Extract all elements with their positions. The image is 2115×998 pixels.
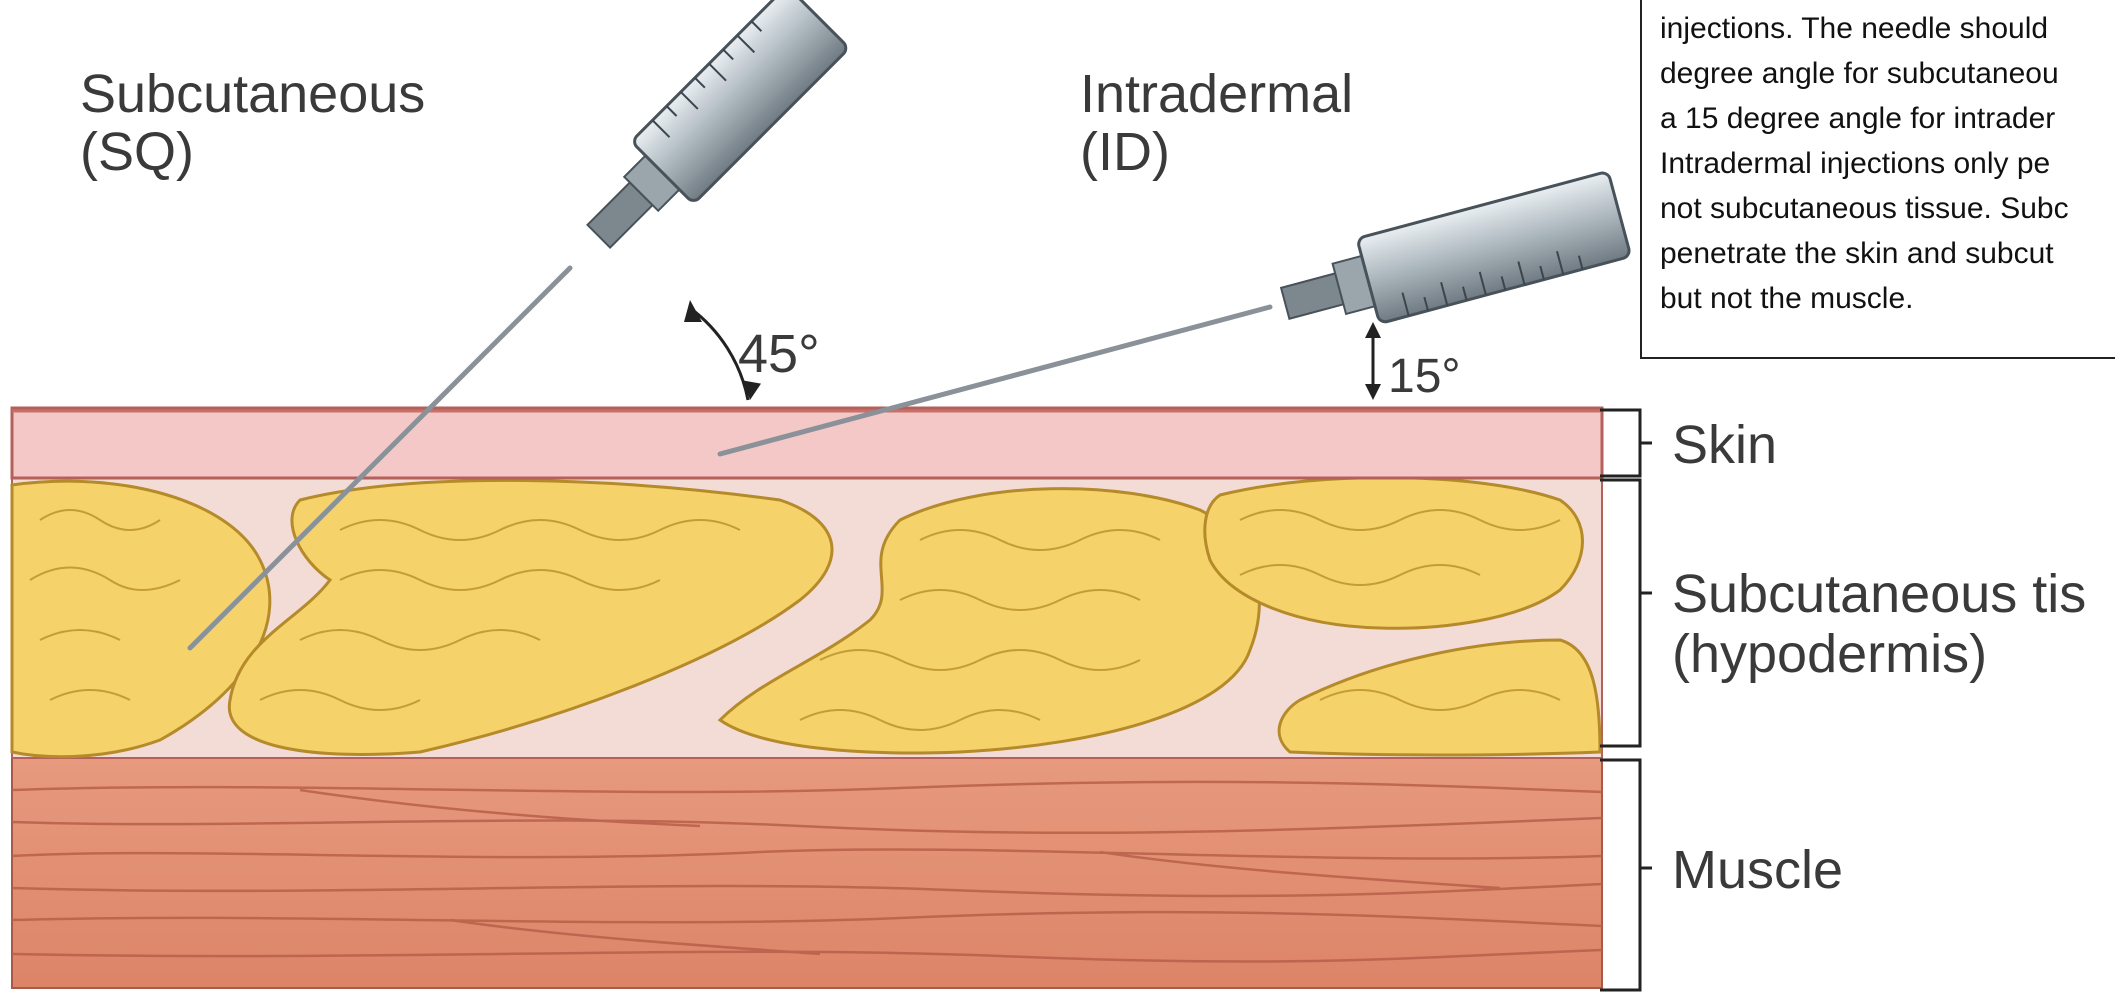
skin-layer	[12, 408, 1602, 478]
double-arrow-icon	[1365, 322, 1381, 400]
caption-box: injections. The needle should degree ang…	[1640, 0, 2115, 359]
caption-line: not subcutaneous tissue. Subc	[1660, 186, 2115, 231]
angle-15-label: 15°	[1388, 350, 1461, 403]
id-title: Intradermal	[1080, 64, 1353, 124]
angle-45-label: 45°	[738, 324, 820, 384]
caption-line: Intradermal injections only pe	[1660, 141, 2115, 186]
subq-label-line1: Subcutaneous tis	[1672, 564, 2086, 624]
sq-abbr: (SQ)	[80, 122, 194, 182]
skin-label: Skin	[1672, 415, 1777, 475]
caption-line: penetrate the skin and subcut	[1660, 231, 2115, 276]
muscle-layer	[12, 758, 1602, 988]
caption-line: a 15 degree angle for intrader	[1660, 96, 2115, 141]
caption-line: injections. The needle should	[1660, 6, 2115, 51]
caption-line: degree angle for subcutaneou	[1660, 51, 2115, 96]
subcutaneous-layer	[12, 478, 1602, 758]
muscle-label: Muscle	[1672, 840, 1843, 900]
subq-label-line2: (hypodermis)	[1672, 624, 1987, 684]
caption-line: but not the muscle.	[1660, 276, 2115, 321]
id-abbr: (ID)	[1080, 122, 1170, 182]
bracket-icon	[1600, 410, 1652, 990]
sq-title: Subcutaneous	[80, 64, 425, 124]
